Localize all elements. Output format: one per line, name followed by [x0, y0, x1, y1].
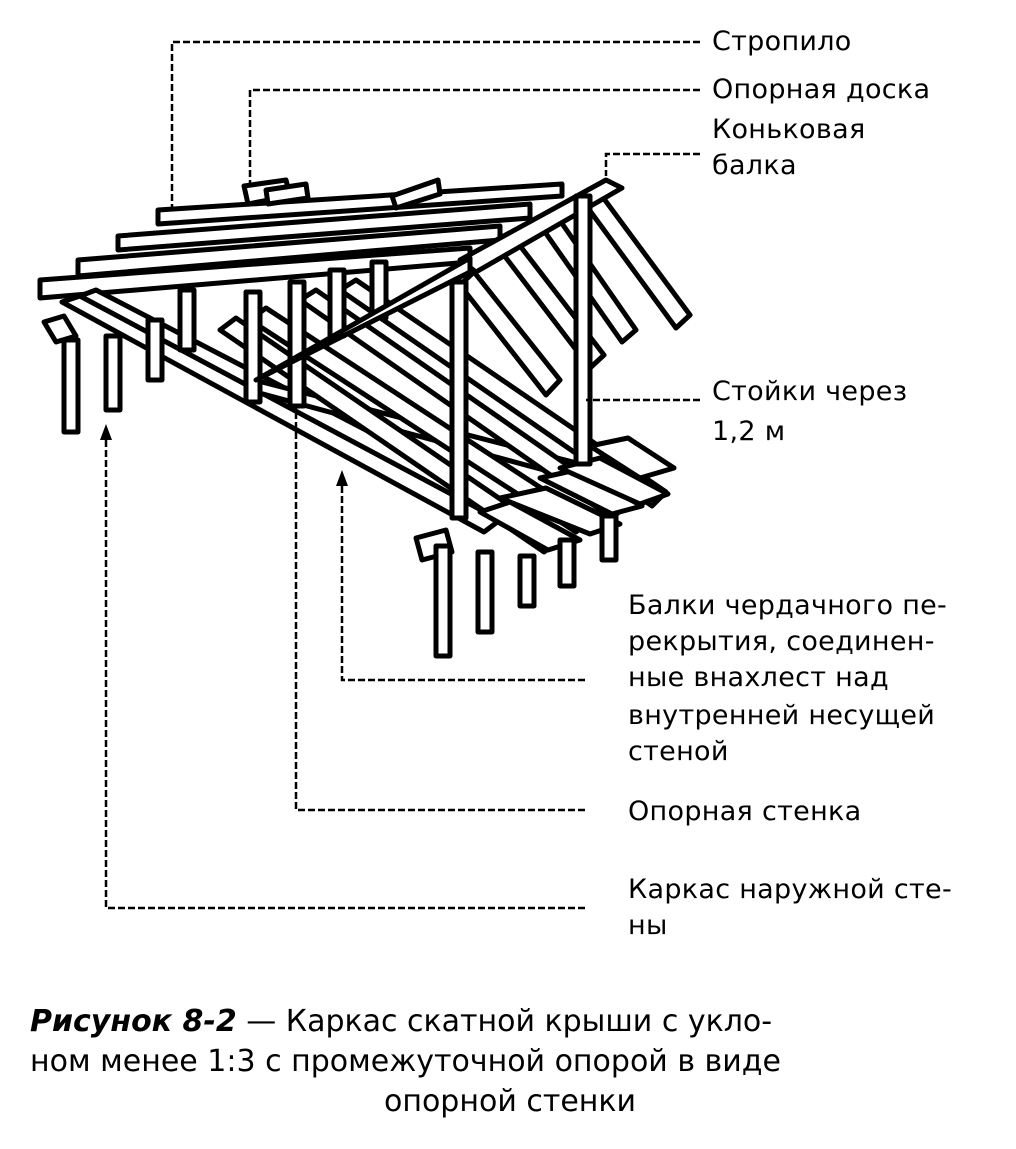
label-bearing-wall: Опорная стенка: [628, 796, 862, 827]
label-joists-2: рекрытия, соединен-: [628, 626, 935, 657]
leader-bearing-wall: [294, 408, 585, 812]
label-ridge-board-3: балка: [712, 150, 797, 181]
label-joists-5: стеной: [628, 736, 729, 767]
caption-line-1: Рисунок 8-2 — Каркас скатной крыши с укл…: [30, 1002, 990, 1042]
gable-diagonal: [253, 255, 473, 383]
joist-posts: [557, 513, 619, 589]
leader-joists: [340, 478, 585, 682]
caption-line-2: ном менее 1:3 с промежуточной опорой в в…: [30, 1044, 781, 1079]
leader-ridge-beam: [604, 152, 700, 176]
posts-1-2m: [177, 193, 593, 521]
label-joists-1: Балки чердачного пе-: [628, 590, 948, 621]
label-joists-3: ные внахлест над: [628, 662, 889, 693]
leader-ridge-board: [248, 88, 700, 186]
caption-line-1-rest: — Каркас скатной крыши с укло-: [236, 1004, 773, 1039]
rafters: [37, 177, 565, 301]
label-ridge-board-1: Опорная доска: [712, 74, 931, 105]
label-posts-1: Стойки через: [712, 376, 908, 407]
label-outer-wall-1: Каркас наружной сте-: [628, 874, 953, 905]
figure-caption: Рисунок 8-2 — Каркас скатной крыши с укл…: [30, 1002, 990, 1122]
caption-line-3: опорной стенки: [383, 1084, 637, 1119]
arrow-heads: [100, 424, 348, 486]
arrow-joists: [336, 470, 348, 486]
arrow-outer-wall: [100, 424, 112, 440]
leader-rafter: [170, 40, 700, 210]
outer-wall-posts: [61, 317, 537, 659]
leader-lines: [104, 40, 700, 910]
label-posts-2: 1,2 м: [712, 416, 786, 447]
label-outer-wall-2: ны: [628, 910, 668, 941]
caption-figure-label: Рисунок 8-2: [30, 1004, 237, 1039]
label-ridge-board-2: Коньковая: [712, 114, 866, 145]
label-rafter: Стропило: [712, 26, 852, 57]
label-joists-4: внутренней несущей: [628, 700, 936, 731]
